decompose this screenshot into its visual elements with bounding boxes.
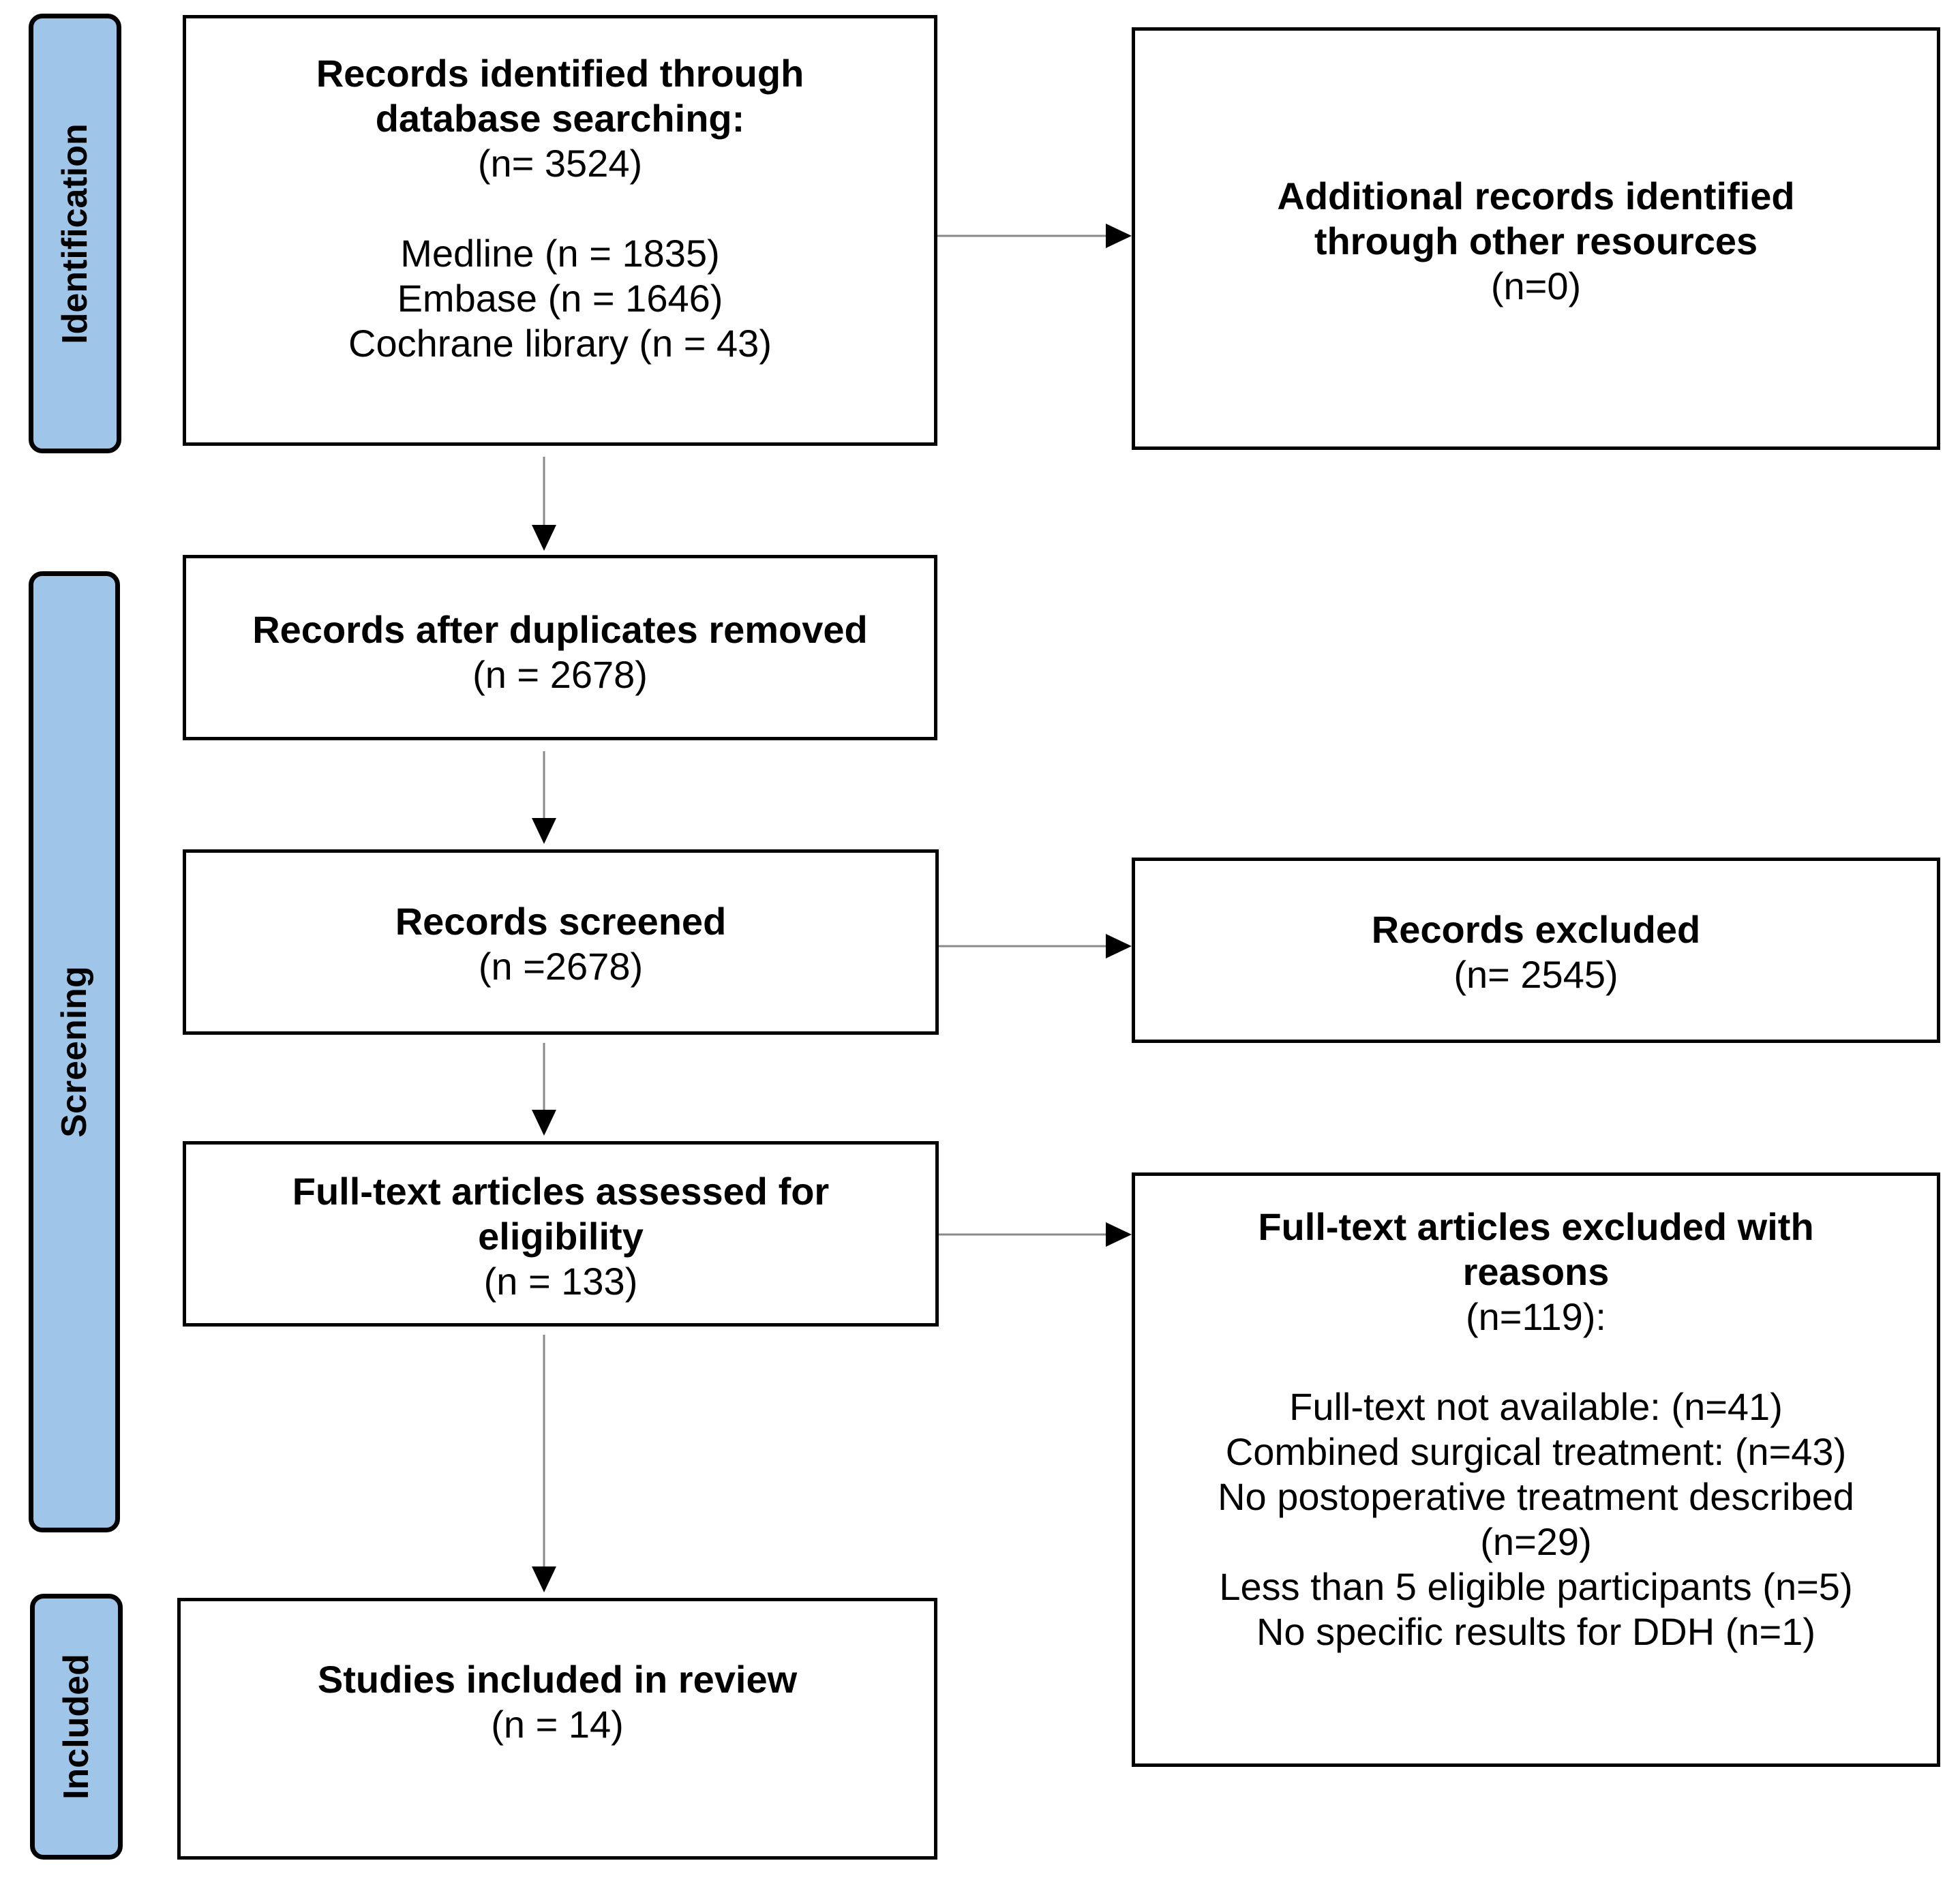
box-records-excluded: Records excluded (n= 2545) — [1132, 858, 1940, 1043]
box-fulltext-assessed: Full-text articles assessed for eligibil… — [183, 1141, 939, 1327]
arrow-fulltext-to-included — [532, 1335, 556, 1592]
duplicates-removed-count: (n = 2678) — [472, 653, 648, 696]
exclusion-reason: No specific results for DDH (n=1) — [1256, 1610, 1815, 1653]
duplicates-removed-title: Records after duplicates removed — [252, 608, 868, 651]
exclusion-reason: Full-text not available: (n=41) — [1289, 1385, 1783, 1428]
records-screened-count: (n =2678) — [478, 945, 644, 988]
fulltext-excluded-title-2: reasons — [1462, 1250, 1610, 1293]
other-resources-title-2: through other resources — [1314, 219, 1758, 262]
records-screened-title: Records screened — [395, 900, 727, 943]
other-resources-count: (n=0) — [1490, 264, 1582, 307]
box-duplicates-removed: Records after duplicates removed (n = 26… — [183, 555, 937, 740]
records-excluded-count: (n= 2545) — [1453, 953, 1618, 996]
arrow-screened-to-excluded — [939, 934, 1132, 958]
fulltext-assessed-title-1: Full-text articles assessed for — [292, 1170, 830, 1213]
phase-identification: Identification — [29, 14, 121, 453]
box-other-resources: Additional records identified through ot… — [1132, 27, 1940, 450]
phase-included: Included — [30, 1594, 123, 1860]
fulltext-assessed-title-2: eligibility — [478, 1215, 644, 1258]
database-search-count: (n= 3524) — [477, 142, 643, 185]
arrow-fulltext-to-excluded — [939, 1222, 1132, 1247]
database-search-title-2: database searching: — [375, 97, 745, 140]
fulltext-excluded-count: (n=119): — [1466, 1295, 1606, 1338]
studies-included-title: Studies included in review — [317, 1658, 798, 1701]
exclusion-reason: (n=29) — [1480, 1520, 1592, 1563]
box-fulltext-excluded: Full-text articles excluded with reasons… — [1132, 1172, 1940, 1767]
exclusion-reason: No postoperative treatment described — [1218, 1475, 1854, 1518]
database-search-title-1: Records identified through — [316, 52, 804, 95]
records-excluded-title: Records excluded — [1371, 908, 1701, 951]
box-studies-included: Studies included in review (n = 14) — [177, 1598, 937, 1860]
exclusion-reason: Combined surgical treatment: (n=43) — [1225, 1430, 1847, 1473]
studies-included-count: (n = 14) — [491, 1703, 624, 1746]
other-resources-title-1: Additional records identified — [1277, 175, 1795, 217]
box-records-screened: Records screened (n =2678) — [183, 849, 939, 1035]
arrow-duplicates-to-screened — [532, 751, 556, 844]
box-database-search: Records identified through database sear… — [183, 15, 937, 446]
arrow-search-to-other — [937, 224, 1132, 248]
fulltext-excluded-title-1: Full-text articles excluded with — [1258, 1205, 1814, 1248]
arrow-search-to-duplicates — [532, 457, 556, 551]
exclusion-reason: Less than 5 eligible participants (n=5) — [1219, 1565, 1853, 1608]
arrow-screened-to-fulltext — [532, 1043, 556, 1136]
database-source-medline: Medline (n = 1835) — [400, 232, 720, 275]
database-source-cochrane: Cochrane library (n = 43) — [348, 322, 772, 365]
phase-screening: Screening — [29, 571, 120, 1532]
fulltext-assessed-count: (n = 133) — [483, 1260, 638, 1303]
database-source-embase: Embase (n = 1646) — [397, 277, 723, 320]
